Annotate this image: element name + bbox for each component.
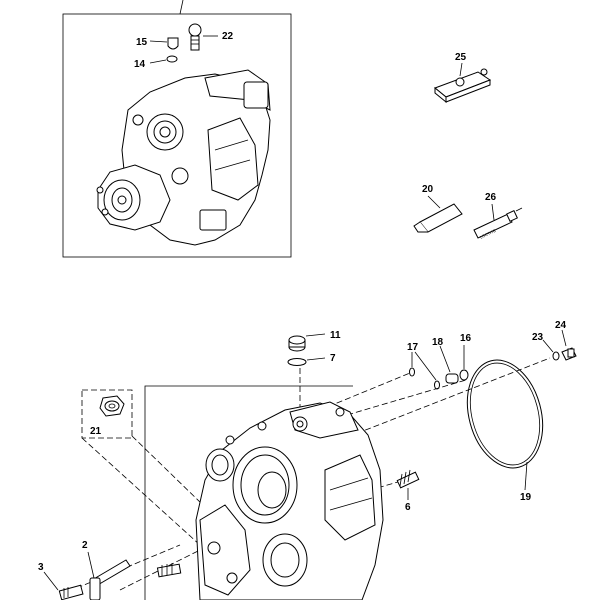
callout-7: 7: [330, 353, 336, 364]
callout-23: 23: [532, 332, 544, 343]
callout-14: 14: [134, 59, 146, 70]
part-26-adhesive-tube: LOCTITE 26: [473, 192, 523, 240]
housing-frame: [144, 385, 353, 600]
callout-21: 21: [90, 426, 102, 437]
part-19-seal-ring: 19: [466, 359, 544, 503]
transmission-housing: [195, 401, 384, 600]
callout-25: 25: [455, 52, 467, 63]
callout-11: 11: [330, 330, 341, 341]
part-6-stud: 6: [396, 469, 420, 513]
part-20-sealant-tube: 20: [413, 184, 463, 233]
part-25-kit: 25: [434, 52, 492, 104]
callout-17: 17: [407, 342, 419, 353]
part-2-pin: 2: [82, 540, 131, 600]
transmission-assembly: [96, 69, 271, 246]
part-21-nut: 21: [81, 389, 133, 439]
callout-15: 15: [136, 37, 148, 48]
callout-2: 2: [82, 540, 88, 551]
housing-stud: [156, 563, 182, 578]
callout-26: 26: [485, 192, 497, 203]
assembly-frame: [62, 13, 292, 258]
part-7-o-ring: 7: [287, 353, 336, 366]
part-22-eye-bolt: 22: [188, 23, 234, 51]
part-24-plug: 24: [555, 320, 577, 361]
frame-leader: [179, 0, 184, 15]
callout-3: 3: [38, 562, 44, 573]
callout-19: 19: [520, 492, 532, 503]
callout-16: 16: [460, 333, 472, 344]
part-14-o-ring: 14: [134, 55, 178, 70]
part-17-o-rings: 17: [407, 342, 440, 390]
callout-24: 24: [555, 320, 567, 331]
part-3-bolt: 3: [38, 562, 84, 600]
part-15-plug: 15: [136, 37, 179, 50]
callout-20: 20: [422, 184, 434, 195]
part-23-washer: 23: [532, 332, 560, 361]
callout-6: 6: [405, 502, 411, 513]
part-16-o-ring: 16: [459, 333, 472, 381]
part-11-breather: 11: [288, 330, 341, 352]
callout-22: 22: [222, 31, 234, 42]
part-18-sleeve: 18: [432, 337, 459, 384]
tube-label: LOCTITE: [479, 228, 497, 240]
callout-18: 18: [432, 337, 444, 348]
